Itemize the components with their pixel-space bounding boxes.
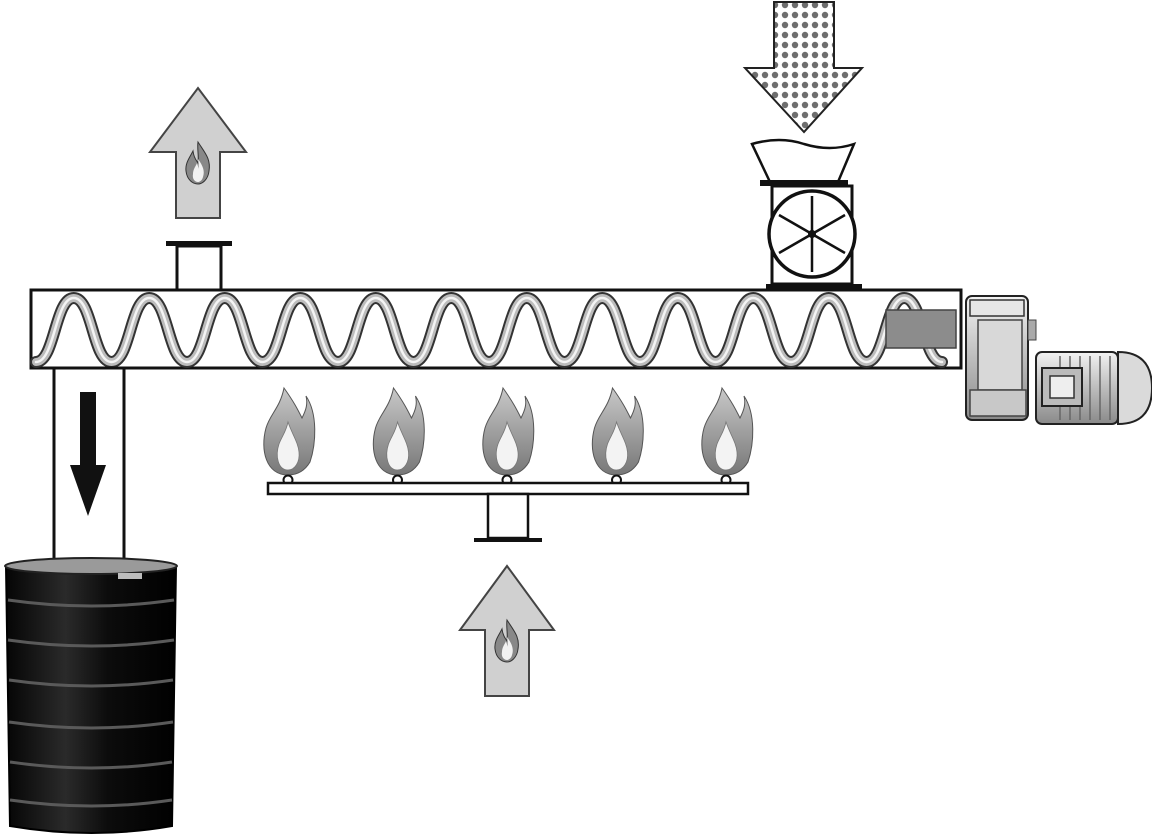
flame-icon (591, 386, 644, 486)
fuel-gas-inlet-arrow (458, 564, 556, 697)
discharge-chute (52, 366, 126, 566)
burner-manifold (266, 481, 750, 496)
screw-conveyor (29, 288, 963, 370)
burner-array (263, 386, 754, 542)
flame-icon (372, 386, 425, 486)
hopper (750, 138, 857, 186)
exhaust-outlet (166, 241, 232, 292)
auger-flight-highlight (34, 296, 944, 364)
down-arrow-icon (70, 392, 106, 516)
fan-cover (1117, 350, 1152, 426)
flame-icon (482, 386, 535, 486)
flame-icon (701, 386, 754, 486)
gas-inlet-pipe (486, 492, 530, 540)
gear-motor (965, 295, 1152, 426)
exhaust-gas-arrow (148, 86, 248, 219)
feed-input-arrow (742, 1, 865, 134)
rotary-valve (766, 184, 862, 290)
collection-drum (4, 557, 178, 834)
drive-shaft-coupling (885, 309, 957, 349)
flame-icon (263, 386, 316, 486)
